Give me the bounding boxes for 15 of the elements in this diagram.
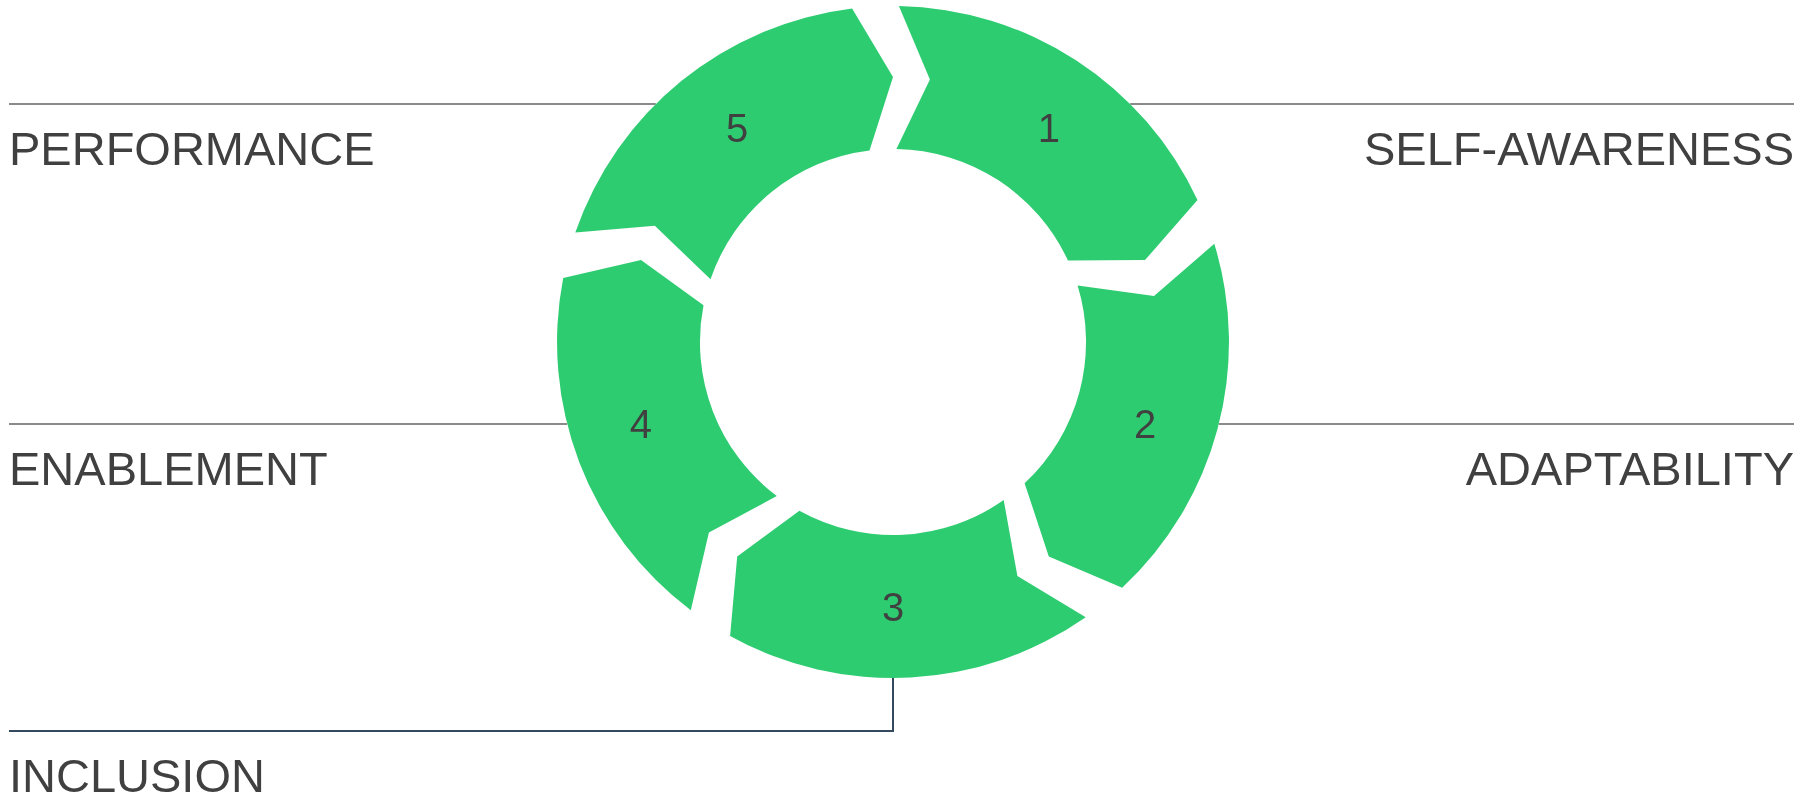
cycle-arrow-segment: 1 [896, 6, 1198, 261]
leader-line [8, 677, 894, 732]
step-label: SELF-AWARENESS [1363, 104, 1794, 174]
cycle-arrow-segment: 4 [557, 260, 777, 611]
cycle-arrow-segment: 2 [1024, 243, 1229, 588]
cycle-arrow-segment: 5 [575, 8, 893, 280]
cycle-arrow-segment: 3 [730, 500, 1086, 678]
leader-line [1217, 423, 1795, 425]
step-label: ENABLEMENT [9, 424, 328, 494]
leader-line [8, 103, 657, 105]
step-label: PERFORMANCE [9, 104, 375, 174]
step-label: INCLUSION [9, 731, 265, 801]
step-label: ADAPTABILITY [1465, 424, 1794, 494]
leader-line [1129, 103, 1795, 105]
leader-line [8, 423, 569, 425]
